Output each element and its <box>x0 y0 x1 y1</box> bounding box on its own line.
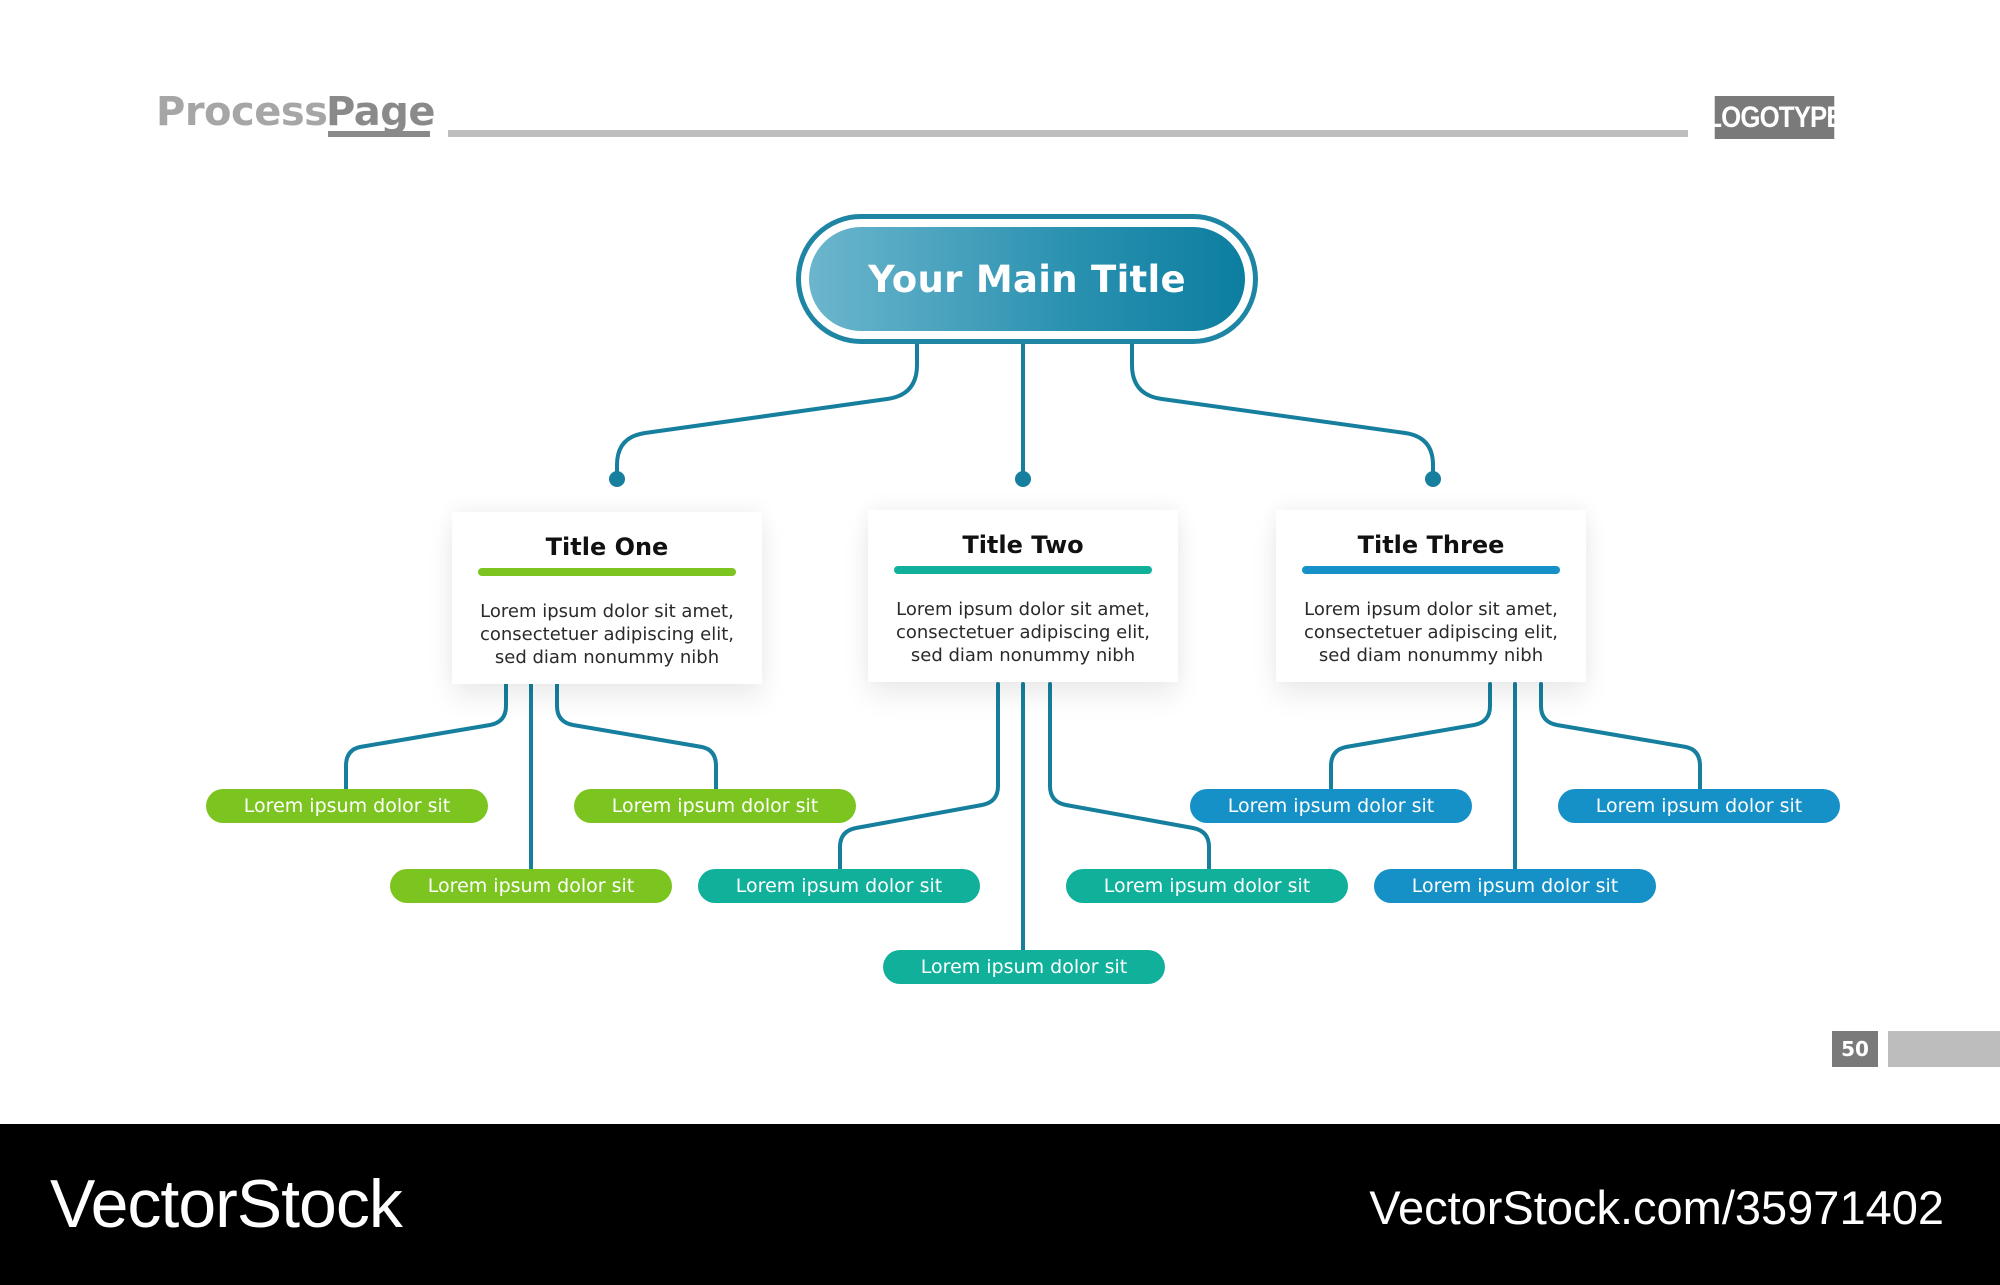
connector-three-leaf-right <box>1539 682 1702 791</box>
connector-dot-one <box>609 471 625 487</box>
leaf-two-left: Lorem ipsum dolor sit <box>698 869 980 903</box>
connector-three-leaf-left <box>1329 682 1492 791</box>
connector-two-leaf-left <box>838 682 1000 871</box>
slide: Process Page LOGOTYPE <box>156 89 2000 1067</box>
card-accent-bar-three <box>1302 566 1560 574</box>
card-title-one: Title One Lorem ipsum dolor sit amet, co… <box>452 512 762 684</box>
card-description: Lorem ipsum dolor sit amet, consectetuer… <box>895 599 1151 666</box>
header-title-underline <box>328 131 430 137</box>
leaf-three-right: Lorem ipsum dolor sit <box>1558 789 1840 823</box>
main-title: Your Main Title <box>868 257 1186 301</box>
card-accent-bar-two <box>894 566 1152 574</box>
header-rule <box>448 130 1688 137</box>
watermark-footer <box>0 1124 2000 1285</box>
main-title-node: Your Main Title <box>796 214 1258 344</box>
card-title-two: Title Two Lorem ipsum dolor sit amet, co… <box>868 510 1178 682</box>
leaf-one-center: Lorem ipsum dolor sit <box>390 869 672 903</box>
logo: LOGOTYPE <box>1706 96 1844 139</box>
card-title-three: Title Three Lorem ipsum dolor sit amet, … <box>1276 510 1586 682</box>
connector-lines <box>344 342 1702 952</box>
card-accent-bar-one <box>478 568 736 576</box>
connector-two-leaf-right <box>1048 682 1211 871</box>
leaf-three-left: Lorem ipsum dolor sit <box>1190 789 1472 823</box>
connector-main-to-title-three <box>1130 342 1435 481</box>
connector-one-leaf-left <box>344 682 508 791</box>
leaf-one-left: Lorem ipsum dolor sit <box>206 789 488 823</box>
footer-url: VectorStock.com/35971402 <box>1369 1181 1944 1234</box>
header-title-process: Process <box>156 89 328 135</box>
card-description: Lorem ipsum dolor sit amet, consectetuer… <box>479 601 735 668</box>
header-title-page: Page <box>326 89 436 135</box>
footer-brand: VectorStock <box>50 1166 403 1242</box>
page-number-bar <box>1888 1031 2000 1067</box>
card-title: Title Two <box>962 531 1084 559</box>
connector-dot-two <box>1015 471 1031 487</box>
leaf-three-center: Lorem ipsum dolor sit <box>1374 869 1656 903</box>
connector-dot-three <box>1425 471 1441 487</box>
leaf-two-center: Lorem ipsum dolor sit <box>883 950 1165 984</box>
card-title: Title Three <box>1357 531 1505 559</box>
leaf-one-right: Lorem ipsum dolor sit <box>574 789 856 823</box>
leaf-two-right: Lorem ipsum dolor sit <box>1066 869 1348 903</box>
card-description: Lorem ipsum dolor sit amet, consectetuer… <box>1303 599 1559 666</box>
connector-one-leaf-right <box>555 682 718 791</box>
main-title-fill: Your Main Title <box>809 227 1245 331</box>
connector-main-to-title-one <box>615 342 919 481</box>
card-title: Title One <box>545 533 669 561</box>
page-number: 50 <box>1832 1031 1878 1067</box>
